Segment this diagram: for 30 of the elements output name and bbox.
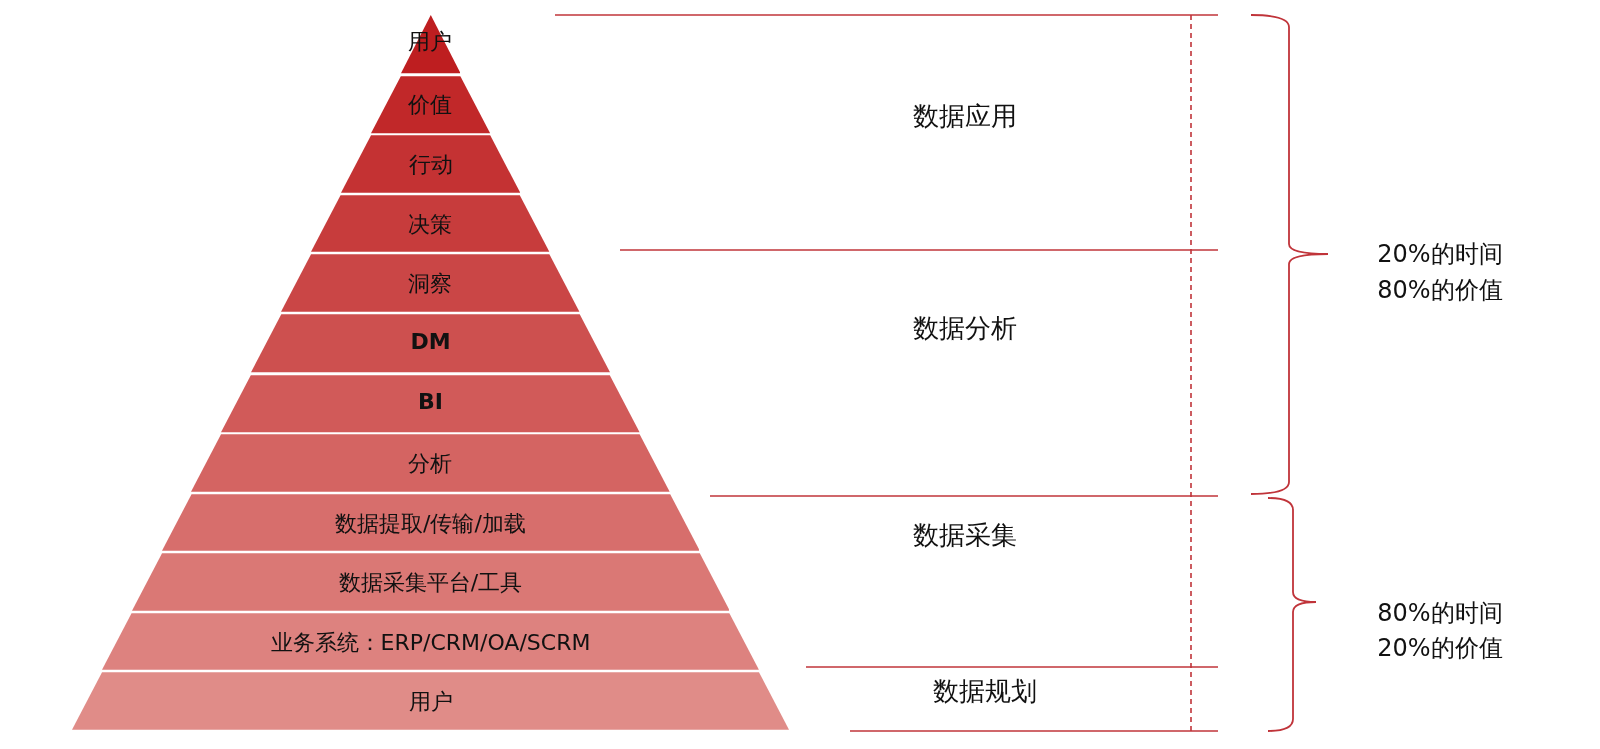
ratio-note: 80%的价值	[1377, 275, 1503, 306]
stage-label: 数据应用	[913, 99, 1017, 133]
pyramid-band	[251, 313, 610, 374]
band-label: 分析	[407, 450, 454, 478]
band-label: 价值	[407, 91, 454, 120]
ratio-note: 20%的时间	[1377, 239, 1503, 270]
stage-label: 数据分析	[913, 311, 1017, 345]
band-label: 洞察	[407, 270, 454, 298]
pyramid-band	[281, 253, 580, 313]
pyramid-band	[72, 671, 789, 731]
pyramid-band	[340, 134, 521, 194]
band-label: DM	[409, 329, 452, 355]
pyramid-band	[161, 493, 700, 552]
band-label: 数据提取/传输/加载	[334, 509, 527, 538]
stage-label: 数据规划	[933, 674, 1037, 708]
pyramid-band	[102, 612, 759, 671]
pyramid-band	[311, 194, 550, 253]
pyramid-band	[221, 373, 640, 433]
pyramid-band	[131, 552, 730, 612]
band-label: 业务系统：ERP/CRM/OA/SCRM	[269, 628, 592, 657]
pyramid-band	[191, 433, 670, 493]
band-label: BI	[417, 389, 444, 415]
pyramid-band	[370, 74, 491, 134]
band-label: 决策	[407, 210, 454, 239]
ratio-note: 80%的时间	[1377, 598, 1503, 629]
stage-label: 数据采集	[913, 518, 1017, 552]
band-label: 行动	[407, 151, 454, 179]
ratio-note: 20%的价值	[1377, 633, 1503, 664]
band-label: 数据采集平台/工具	[337, 569, 524, 597]
band-label: 用户	[407, 688, 454, 716]
